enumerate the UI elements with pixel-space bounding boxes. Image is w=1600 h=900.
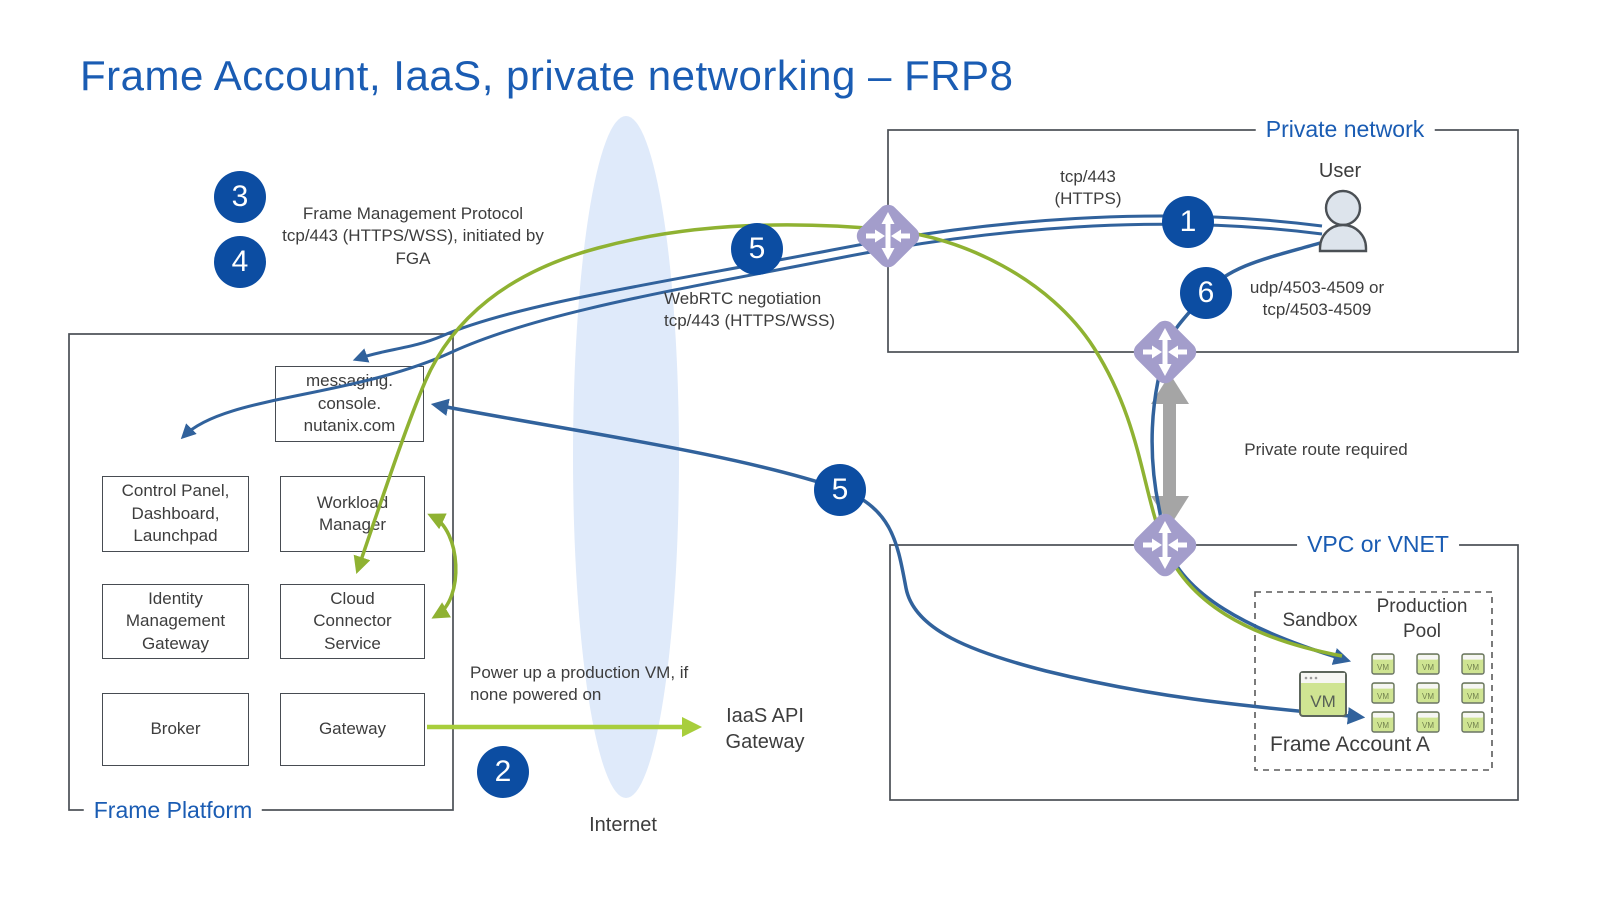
- control-panel-box: Control Panel, Dashboard, Launchpad: [102, 476, 249, 552]
- gateway-box: Gateway: [280, 693, 425, 766]
- cloud-connector-box: Cloud Connector Service: [280, 584, 425, 659]
- workload-manager-box: Workload Manager: [280, 476, 425, 552]
- broker-box: Broker: [102, 693, 249, 766]
- messaging-console-box: messaging. console. nutanix.com: [275, 366, 424, 442]
- identity-gateway-box: Identity Management Gateway: [102, 584, 249, 659]
